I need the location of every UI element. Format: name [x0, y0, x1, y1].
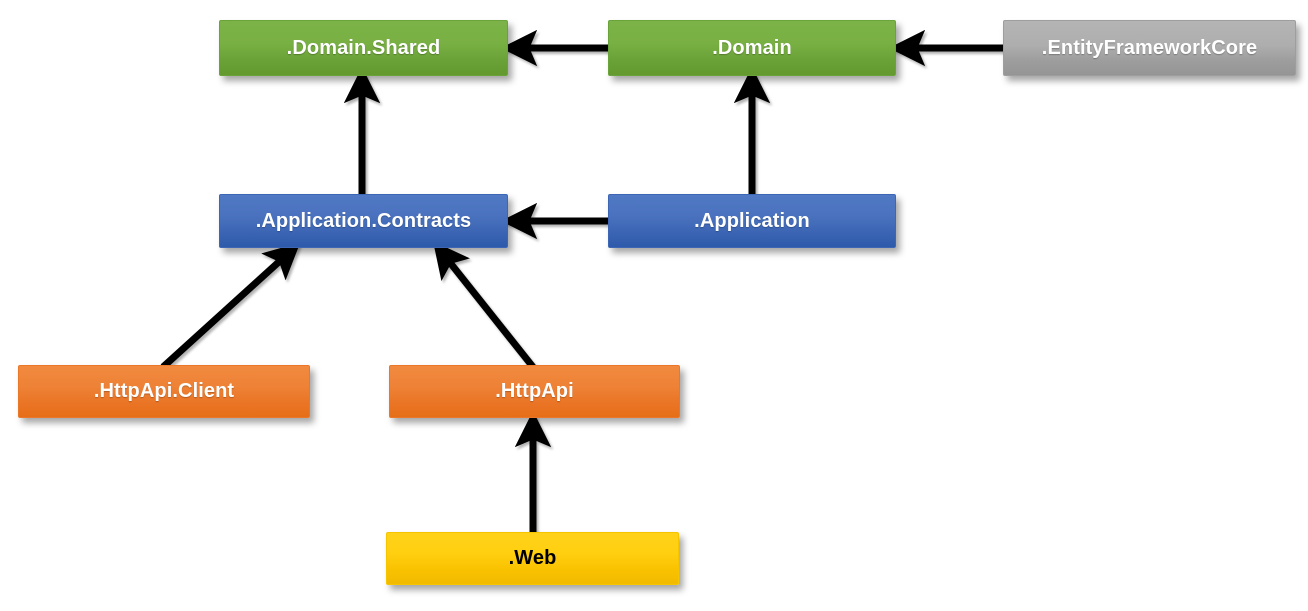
node-label-httpapi-client: .HttpApi.Client — [93, 380, 235, 402]
node-domain[interactable]: .Domain — [608, 20, 896, 76]
node-label-web: .Web — [508, 547, 557, 569]
node-application-contracts[interactable]: .Application.Contracts — [219, 194, 508, 248]
node-label-application: .Application — [694, 209, 810, 232]
node-label-application-contracts: .Application.Contracts — [255, 209, 472, 232]
node-label-httpapi: .HttpApi — [495, 380, 574, 402]
edge-group — [160, 29, 1003, 532]
node-label-domain: .Domain — [712, 36, 792, 59]
node-httpapi[interactable]: .HttpApi — [389, 365, 680, 418]
node-label-entity-framework-core: .EntityFrameworkCore — [1041, 36, 1258, 59]
edge-httpapi-to-application-contracts — [433, 241, 536, 370]
node-domain-shared[interactable]: .Domain.Shared — [219, 20, 508, 76]
edge-httpapi-client-to-application-contracts — [160, 242, 301, 370]
node-httpapi-client[interactable]: .HttpApi.Client — [18, 365, 310, 418]
node-label-domain-shared: .Domain.Shared — [286, 36, 441, 59]
node-application[interactable]: .Application — [608, 194, 896, 248]
node-web[interactable]: .Web — [386, 532, 679, 585]
node-entity-framework-core[interactable]: .EntityFrameworkCore — [1003, 20, 1296, 76]
